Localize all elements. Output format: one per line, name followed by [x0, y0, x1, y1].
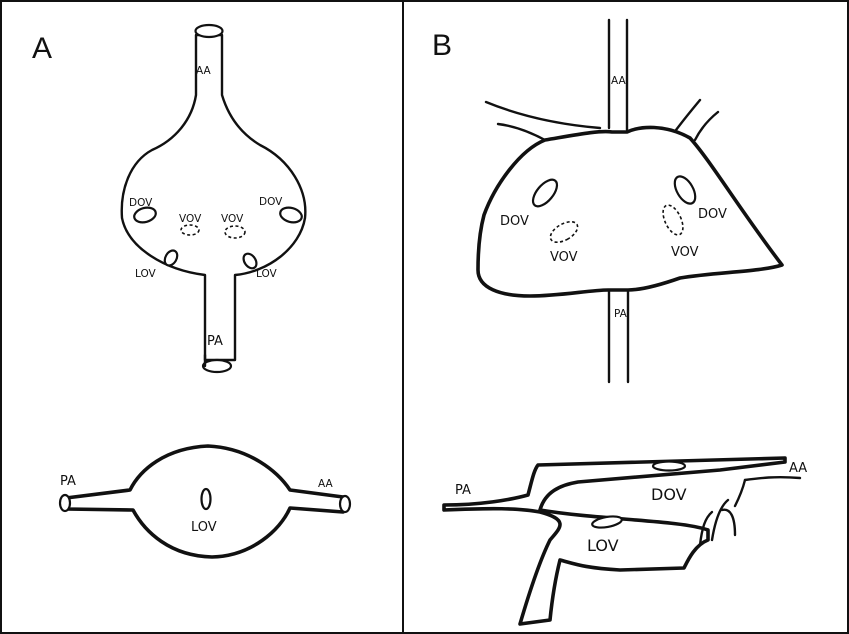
- panel-b-branch-1-outer: [735, 480, 745, 506]
- panel-a-bottom-pa-label: PA: [60, 474, 76, 489]
- panel-b-top-body: [478, 127, 782, 296]
- panel-b-top-drawing: AA PA DOV DOV VOV VOV: [478, 20, 782, 382]
- panel-a-vov-right-label: VOV: [221, 213, 244, 225]
- panel-b-right-branch-outer: [695, 112, 718, 140]
- panel-b-bottom-pa-label: PA: [455, 483, 471, 498]
- panel-b-left-branch-lower: [498, 124, 545, 140]
- panel-b-top-pa-label: PA: [614, 308, 628, 320]
- panel-b-bottom-lov-label: LOV: [587, 536, 619, 555]
- panel-b: B AA PA DOV DOV VOV VOV: [432, 20, 807, 624]
- panel-b-bottom-aa-label: AA: [789, 461, 807, 476]
- panel-a-bottom-aa-label: AA: [318, 478, 333, 490]
- panel-a-bottom-aa-opening: [340, 496, 350, 512]
- panel-a-vov-left-opening: [181, 225, 199, 235]
- panel-a-top-drawing: AA PA DOV DOV VOV VOV LOV LOV: [122, 25, 306, 372]
- panel-b-branch-1-inner: [712, 500, 728, 540]
- panel-b-letter: B: [432, 29, 452, 62]
- panel-a-dov-left-label: DOV: [129, 197, 153, 209]
- panel-b-bottom-dov-label: DOV: [651, 485, 687, 504]
- panel-b-aa-lower-wall: [745, 477, 800, 480]
- panel-a-aa-opening: [196, 25, 223, 37]
- panel-b-branch-3: [722, 510, 735, 535]
- panel-b-bottom-dov-opening: [653, 462, 685, 471]
- panel-b-vov-left-label: VOV: [550, 250, 578, 265]
- panel-a-bottom-pa-opening: [60, 495, 70, 511]
- panel-a-lov-left-label: LOV: [135, 268, 157, 280]
- panel-a-bottom-lov-opening: [202, 489, 211, 509]
- panel-b-dov-right-label: DOV: [698, 207, 727, 222]
- panel-a-bottom-drawing: PA AA LOV: [60, 446, 350, 557]
- panel-a-top-aa-label: AA: [196, 65, 211, 77]
- panel-b-bottom-drawing: PA AA DOV LOV: [444, 458, 807, 624]
- panel-b-dov-left-label: DOV: [500, 214, 529, 229]
- panel-a: A AA PA DOV DOV VOV VOV LOV LOV: [32, 25, 350, 557]
- panel-b-top-aa-label: AA: [611, 75, 626, 87]
- panel-b-vov-right-label: VOV: [671, 245, 699, 260]
- panel-a-dov-right-label: DOV: [259, 196, 283, 208]
- panel-a-pa-opening: [203, 360, 231, 372]
- panel-a-letter: A: [32, 32, 52, 65]
- panel-a-vov-right-opening: [225, 226, 245, 238]
- panel-b-right-branch-inner: [676, 100, 700, 130]
- panel-a-bottom-lov-label: LOV: [191, 520, 217, 535]
- panel-a-vov-left-label: VOV: [179, 213, 202, 225]
- panel-a-lov-right-label: LOV: [256, 268, 278, 280]
- panel-a-top-pa-label: PA: [207, 334, 223, 349]
